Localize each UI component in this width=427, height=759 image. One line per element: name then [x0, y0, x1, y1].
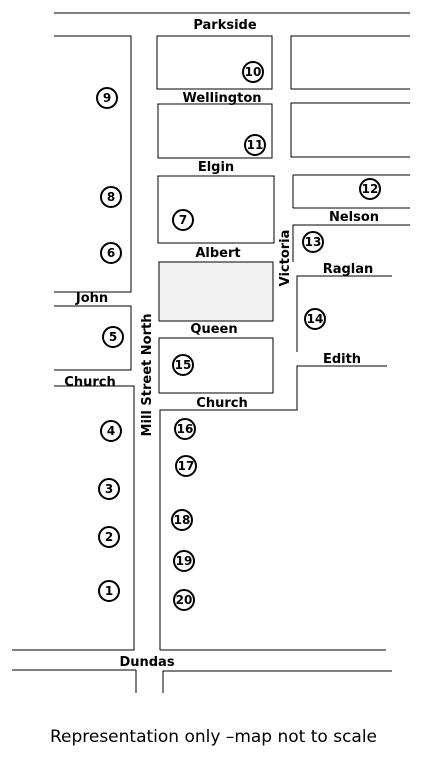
marker-circle: [100, 186, 122, 208]
location-marker-7: 7: [172, 209, 194, 231]
location-marker-2: 2: [98, 526, 120, 548]
marker-number: 4: [107, 424, 115, 438]
marker-circle: [98, 526, 120, 548]
street-label-albert: Albert: [195, 246, 240, 261]
marker-circle: [172, 209, 194, 231]
street-label-edith: Edith: [323, 352, 361, 367]
location-marker-20: 20: [173, 589, 195, 611]
marker-number: 8: [107, 190, 115, 204]
marker-number: 17: [178, 459, 195, 473]
location-marker-19: 19: [173, 550, 195, 572]
street-labels: Parkside Wellington Elgin Nelson Albert …: [64, 18, 379, 670]
marker-circle: [174, 418, 196, 440]
street-label-dundas: Dundas: [119, 655, 174, 670]
street-label-church-west: Church: [64, 375, 115, 390]
marker-circle: [175, 455, 197, 477]
street-label-mill-street-north: Mill Street North: [140, 314, 155, 437]
location-marker-5: 5: [102, 326, 124, 348]
street-label-nelson: Nelson: [329, 210, 379, 225]
marker-number: 10: [245, 65, 262, 79]
marker-circle: [100, 242, 122, 264]
location-marker-6: 6: [100, 242, 122, 264]
location-marker-15: 15: [172, 354, 194, 376]
location-marker-11: 11: [244, 134, 266, 156]
marker-circle: [98, 478, 120, 500]
street-label-parkside: Parkside: [193, 18, 257, 33]
street-label-john: John: [75, 291, 108, 306]
location-marker-18: 18: [171, 509, 193, 531]
street-label-queen: Queen: [190, 322, 237, 337]
location-marker-17: 17: [175, 455, 197, 477]
location-marker-16: 16: [174, 418, 196, 440]
location-marker-3: 3: [98, 478, 120, 500]
marker-number: 2: [105, 530, 113, 544]
map-caption: Representation only –map not to scale: [49, 727, 378, 747]
marker-circle: [100, 420, 122, 442]
location-marker-13: 13: [302, 231, 324, 253]
location-marker-1: 1: [98, 580, 120, 602]
marker-number: 5: [109, 330, 117, 344]
street-label-victoria: Victoria: [278, 230, 293, 287]
marker-number: 12: [362, 182, 379, 196]
marker-circle: [102, 326, 124, 348]
marker-number: 13: [305, 235, 322, 249]
marker-number: 16: [177, 422, 194, 436]
marker-circle: [244, 134, 266, 156]
location-marker-14: 14: [304, 308, 326, 330]
marker-circle: [173, 589, 195, 611]
marker-circle: [302, 231, 324, 253]
location-marker-8: 8: [100, 186, 122, 208]
street-label-raglan: Raglan: [323, 262, 374, 277]
marker-circle: [304, 308, 326, 330]
street-label-elgin: Elgin: [198, 160, 234, 175]
marker-number: 18: [174, 513, 191, 527]
marker-number: 6: [107, 246, 115, 260]
marker-circle: [172, 354, 194, 376]
street-label-wellington: Wellington: [182, 91, 261, 106]
location-marker-12: 12: [359, 178, 381, 200]
street-label-church-east: Church: [196, 396, 247, 411]
marker-circle: [96, 87, 118, 109]
marker-number: 19: [176, 554, 193, 568]
marker-number: 3: [105, 482, 113, 496]
marker-number: 1: [105, 584, 113, 598]
marker-number: 15: [175, 358, 192, 372]
marker-circle: [98, 580, 120, 602]
marker-number: 20: [176, 593, 193, 607]
location-marker-4: 4: [100, 420, 122, 442]
marker-circle: [171, 509, 193, 531]
marker-number: 11: [247, 138, 264, 152]
street-lines: [12, 12, 410, 693]
marker-number: 7: [179, 213, 187, 227]
location-marker-10: 10: [242, 61, 264, 83]
marker-number: 9: [103, 91, 111, 105]
map: Parkside Wellington Elgin Nelson Albert …: [12, 12, 410, 693]
marker-number: 14: [307, 312, 324, 326]
marker-circle: [173, 550, 195, 572]
marker-circle: [359, 178, 381, 200]
marker-circle: [242, 61, 264, 83]
location-marker-9: 9: [96, 87, 118, 109]
